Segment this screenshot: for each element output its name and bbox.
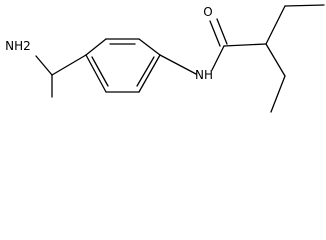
bond-ethyl-up-terminal <box>284 4 325 7</box>
bond-ch-ring <box>51 54 87 76</box>
ring-bond-1 <box>85 38 107 56</box>
bond-carbonyl-ch <box>223 43 267 47</box>
bond-ethyl-down-terminal <box>270 75 286 113</box>
ring-bond-4 <box>138 54 161 93</box>
ring-double-bond-right <box>136 56 155 87</box>
ring-double-bond-left <box>91 56 109 87</box>
bond-ring-nh <box>159 54 197 75</box>
bond-nh-carbonyl <box>211 45 225 71</box>
bond-carbonyl-o-2 <box>216 18 228 45</box>
carbonyl-o-label: O <box>203 5 212 19</box>
structural-formula: NH2 NH O <box>5 4 325 113</box>
ring-bond-6 <box>85 54 107 93</box>
benzene-ring <box>85 38 161 93</box>
bond-ch-ethyl-down <box>265 43 286 77</box>
amine-label: NH2 <box>5 39 31 53</box>
bond-carbonyl-o-1 <box>209 20 221 47</box>
ring-bond-3 <box>138 38 161 56</box>
bond-ch-ethyl-up <box>265 5 286 45</box>
bond-amine-ch <box>35 55 53 76</box>
amide-n-label: NH <box>195 68 213 82</box>
